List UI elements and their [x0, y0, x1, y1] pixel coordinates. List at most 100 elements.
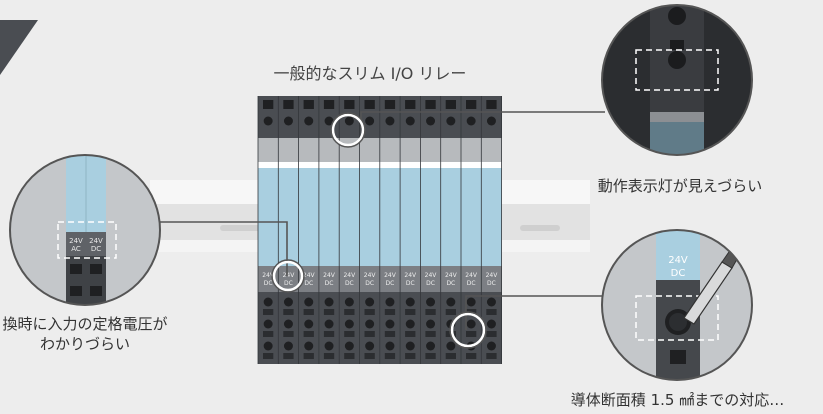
zoom-label-dc: DC [91, 245, 101, 253]
module-top-body [420, 138, 441, 162]
module-voltage-plate [400, 266, 421, 292]
module-label-area [318, 168, 340, 266]
terminal-slot [283, 331, 294, 337]
module-type-label: DC [386, 280, 395, 287]
module-gap [258, 162, 279, 168]
zoom-indicator-lamp [601, 4, 753, 156]
module-label-area [359, 168, 380, 266]
terminal-screw [365, 297, 375, 307]
zoom-wire-terminal: 24V DC [601, 229, 753, 381]
terminal-screw [486, 297, 496, 307]
module-label-area [420, 168, 441, 266]
module-gap [379, 162, 401, 168]
terminal-screw [426, 116, 436, 126]
terminal-slot [466, 331, 477, 337]
terminal-slot [466, 353, 477, 359]
terminal-screw [446, 341, 456, 351]
terminal-screw [405, 341, 415, 351]
module-voltage-plate [359, 266, 380, 292]
module-gap [400, 162, 421, 168]
terminal-slot [283, 309, 294, 315]
terminal-screw [263, 319, 273, 329]
module-label-area [481, 168, 502, 266]
module-volt-label: 24V [262, 272, 275, 279]
module-voltage-plate [278, 266, 299, 292]
terminal-slot [283, 100, 294, 109]
module-type-label: DC [345, 280, 354, 287]
terminal-screw [324, 341, 334, 351]
callout-markers [272, 113, 486, 348]
terminal-slot [405, 353, 416, 359]
terminal-slot [263, 331, 274, 337]
terminal-slot [466, 100, 477, 109]
terminal-slot [344, 353, 355, 359]
terminal-slot [486, 309, 497, 315]
terminal-slot [323, 100, 335, 109]
caption-voltage: 換時に入力の定格電圧が わかりづらい [0, 314, 180, 354]
terminal-slot [425, 353, 436, 359]
terminal-slot [486, 331, 497, 337]
terminal-screw [405, 116, 415, 126]
module-volt-label: 24V [384, 272, 397, 279]
terminal-screw [283, 297, 293, 307]
terminal-screw [446, 297, 456, 307]
terminal-screw [426, 319, 436, 329]
module-gap [298, 162, 319, 168]
module-top-body [298, 138, 319, 162]
module-volt-label: 24V [283, 272, 296, 279]
terminal-screw [486, 116, 496, 126]
caption-voltage-line2: わかりづらい [39, 335, 130, 353]
terminal-slot [445, 353, 456, 359]
module-volt-label: 24V [364, 272, 377, 279]
terminal-slot [384, 100, 396, 109]
module-type-label: DC [487, 280, 496, 287]
module-top-body [258, 138, 279, 162]
corner-decoration [0, 20, 38, 75]
terminal-screw [324, 297, 334, 307]
module-volt-label: 24V [323, 272, 336, 279]
terminal-slot [364, 353, 375, 359]
terminal-screw [466, 116, 476, 126]
terminal-screw [324, 116, 334, 126]
module-gap [278, 162, 299, 168]
terminal-screw [365, 341, 375, 351]
module-top-body [278, 138, 299, 162]
module-label-area [298, 168, 319, 266]
terminal-slot [303, 100, 314, 109]
terminal-screw [385, 341, 395, 351]
terminal-slot [425, 331, 436, 337]
terminal-screw [486, 341, 496, 351]
module-top-body [461, 138, 482, 162]
module-gap [318, 162, 340, 168]
terminal-slot [344, 309, 355, 315]
module-volt-label: 24V [343, 272, 356, 279]
zoom-voltage-label: 24V AC 24V DC [9, 154, 161, 306]
terminal-slot [323, 309, 335, 315]
module-type-label: DC [264, 280, 273, 287]
module-label-area [379, 168, 401, 266]
zoom-wire-volt: 24V [668, 255, 688, 266]
terminal-screw [304, 319, 314, 329]
module-volt-label: 24V [465, 272, 478, 279]
terminal-screw [263, 297, 273, 307]
module-label-area [339, 168, 360, 266]
terminal-slot [323, 331, 335, 337]
module-type-label: DC [325, 280, 334, 287]
module-gap [461, 162, 482, 168]
module-volt-label: 24V [404, 272, 417, 279]
module-label-area [258, 168, 279, 266]
terminal-screw [405, 319, 415, 329]
module-label-area [278, 168, 299, 266]
terminal-screw [466, 319, 476, 329]
terminal-screw [385, 116, 395, 126]
module-gap [339, 162, 360, 168]
terminal-screw [283, 319, 293, 329]
module-voltage-plate [461, 266, 482, 292]
